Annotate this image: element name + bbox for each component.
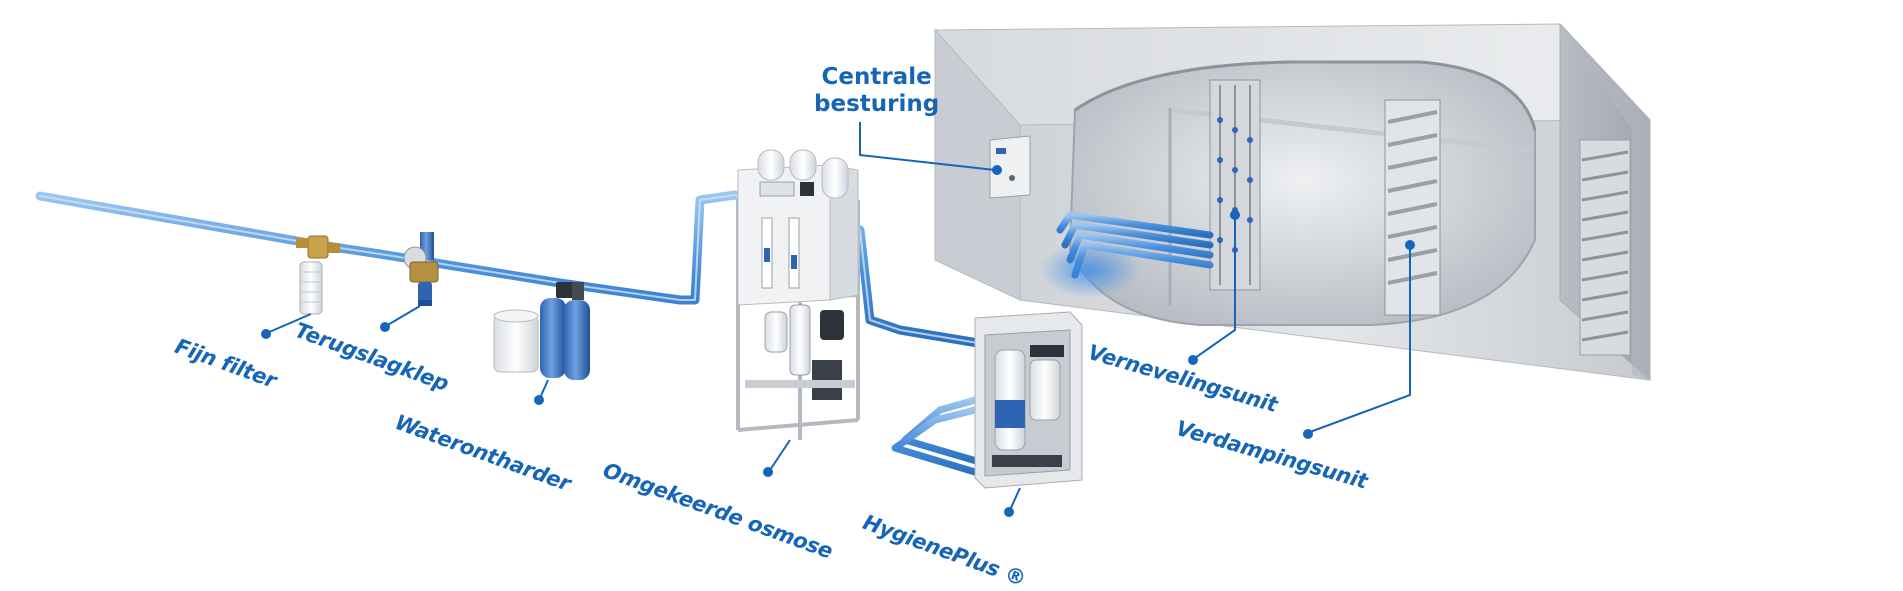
reverse-osmosis-unit (736, 149, 860, 440)
label-centrale-line1: Centrale (821, 64, 932, 90)
leader-centrale-besturing (859, 122, 996, 171)
leader-omgekeerde-osmose (769, 439, 791, 471)
hygieneplus-unit (974, 311, 1083, 489)
evaporation-panel (1384, 99, 1441, 316)
leader-lines (261, 122, 1415, 517)
leader-fijn-filter (266, 313, 312, 334)
water-softener (493, 282, 590, 380)
leader-vernevelingsunit (1194, 215, 1236, 359)
leader-hygieneplus (1009, 487, 1021, 511)
label-centrale-line2: besturing (814, 91, 940, 117)
leader-terugslagklep (385, 305, 421, 327)
humidification-system-diagram (35, 22, 1652, 517)
check-valve (403, 232, 439, 306)
cutaway-interior (1068, 60, 1537, 326)
water-pipeline (35, 190, 1214, 479)
fine-filter (296, 235, 340, 315)
central-control-box (989, 135, 1031, 199)
leader-waterontharder (539, 379, 549, 399)
label-centrale-besturing: Centrale besturing (814, 64, 939, 118)
louvre-grille (1579, 139, 1631, 356)
leader-verdampingsunit (1309, 245, 1411, 433)
